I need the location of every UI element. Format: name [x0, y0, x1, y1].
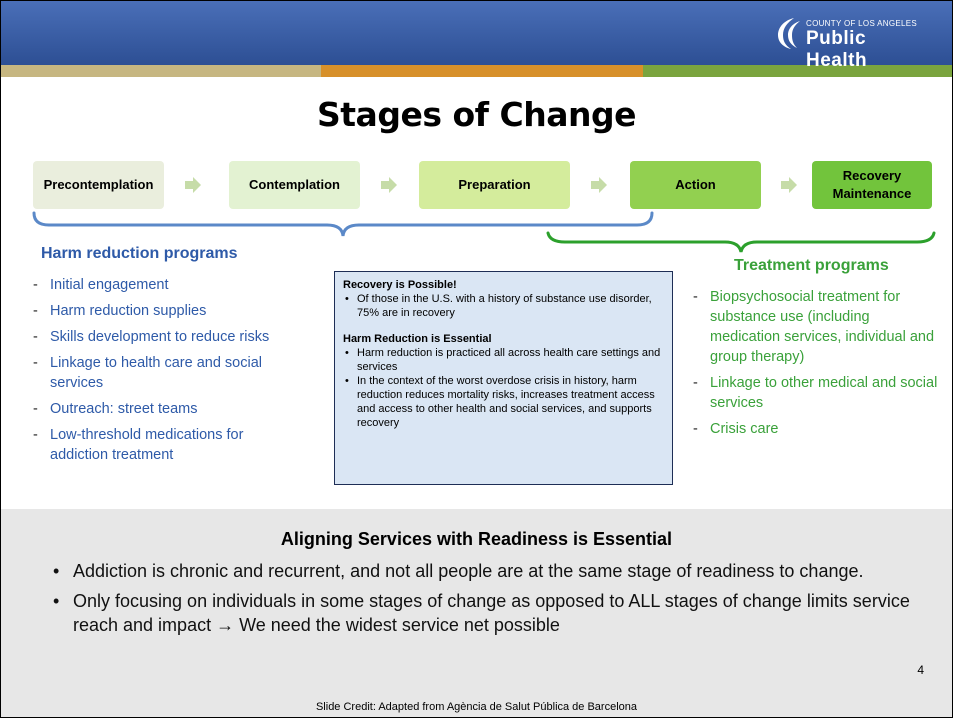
info-bullets-harm-reduction: Harm reduction is practiced all across h… [343, 346, 664, 430]
list-item-text: Linkage to other medical and social serv… [710, 375, 938, 411]
dash-marker: - [33, 329, 38, 345]
arrow-right-icon [381, 177, 397, 193]
info-box: Recovery is Possible! Of those in the U.… [334, 271, 673, 485]
header-band [1, 1, 952, 65]
list-item-text: Initial engagement [50, 277, 169, 293]
stage-preparation: Preparation [419, 161, 570, 209]
dash-marker: - [33, 427, 38, 443]
info-heading-harm-reduction: Harm Reduction is Essential [343, 333, 492, 345]
list-item-text: Crisis care [710, 421, 779, 437]
stage-label: Preparation [458, 177, 531, 193]
harm-reduction-list: -Initial engagement -Harm reduction supp… [33, 275, 303, 471]
treatment-heading: Treatment programs [734, 257, 889, 274]
harm-reduction-brace [32, 211, 654, 237]
slide-credit: Slide Credit: Adapted from Agència de Sa… [315, 701, 638, 713]
list-item: -Initial engagement [33, 275, 303, 295]
list-item: -Linkage to health care and social servi… [33, 353, 303, 393]
public-health-logo: COUNTY OF LOS ANGELES Public Health [772, 13, 922, 71]
header-stripe-tan [1, 65, 321, 77]
stage-recovery-maintenance: Recovery Maintenance [812, 161, 932, 209]
dash-marker: - [693, 289, 698, 305]
logo-top-text: COUNTY OF LOS ANGELES [806, 19, 918, 28]
list-item-text: Biopsychosocial treatment for substance … [710, 289, 935, 365]
list-item: -Crisis care [693, 419, 938, 439]
list-item: -Low-threshold medications for addiction… [33, 425, 303, 465]
dash-marker: - [33, 303, 38, 319]
dash-marker: - [693, 375, 698, 391]
info-heading-recovery: Recovery is Possible! [343, 279, 457, 291]
slide-title: Stages of Change [317, 95, 636, 134]
arrow-right-icon [185, 177, 201, 193]
list-item-text: Outreach: street teams [50, 401, 198, 417]
bottom-panel: Aligning Services with Readiness is Esse… [1, 509, 952, 717]
list-item-text: Skills development to reduce risks [50, 329, 270, 345]
list-item: -Skills development to reduce risks [33, 327, 303, 347]
stage-label: Contemplation [249, 177, 340, 193]
info-bullet: In the context of the worst overdose cri… [343, 374, 664, 430]
dash-marker: - [33, 401, 38, 417]
bottom-heading: Aligning Services with Readiness is Esse… [280, 529, 673, 549]
arrow-right-icon [781, 177, 797, 193]
bottom-bullets: Addiction is chronic and recurrent, and … [49, 559, 929, 643]
stage-label: Recovery Maintenance [832, 168, 912, 201]
list-item-text: Low-threshold medications for addiction … [50, 427, 244, 463]
stage-label: Action [675, 177, 716, 193]
list-item: -Linkage to other medical and social ser… [693, 373, 938, 413]
stage-action: Action [630, 161, 761, 209]
list-item: -Harm reduction supplies [33, 301, 303, 321]
stage-contemplation: Contemplation [229, 161, 360, 209]
treatment-brace [546, 231, 936, 253]
arrow-right-icon [591, 177, 607, 193]
harm-reduction-heading: Harm reduction programs [41, 245, 238, 262]
list-item-text: Linkage to health care and social servic… [50, 355, 263, 391]
dash-marker: - [33, 277, 38, 293]
bottom-bullet: Addiction is chronic and recurrent, and … [49, 559, 929, 583]
list-item: -Biopsychosocial treatment for substance… [693, 287, 938, 367]
stage-precontemplation: Precontemplation [33, 161, 164, 209]
stage-label: Precontemplation [43, 177, 154, 193]
page-number: 4 [917, 663, 924, 677]
list-item-text: Harm reduction supplies [50, 303, 207, 319]
info-bullets-recovery: Of those in the U.S. with a history of s… [343, 292, 664, 320]
list-item: -Outreach: street teams [33, 399, 303, 419]
dash-marker: - [693, 421, 698, 437]
treatment-list: -Biopsychosocial treatment for substance… [693, 287, 938, 445]
info-bullet: Harm reduction is practiced all across h… [343, 346, 664, 374]
header-stripe-green [643, 65, 952, 77]
info-bullet: Of those in the U.S. with a history of s… [343, 292, 664, 320]
bottom-bullet: Only focusing on individuals in some sta… [49, 589, 929, 637]
logo-main-text: Public Health [806, 28, 868, 71]
header-stripe-orange [321, 65, 643, 77]
dash-marker: - [33, 355, 38, 371]
county-seal-icon [778, 18, 800, 49]
